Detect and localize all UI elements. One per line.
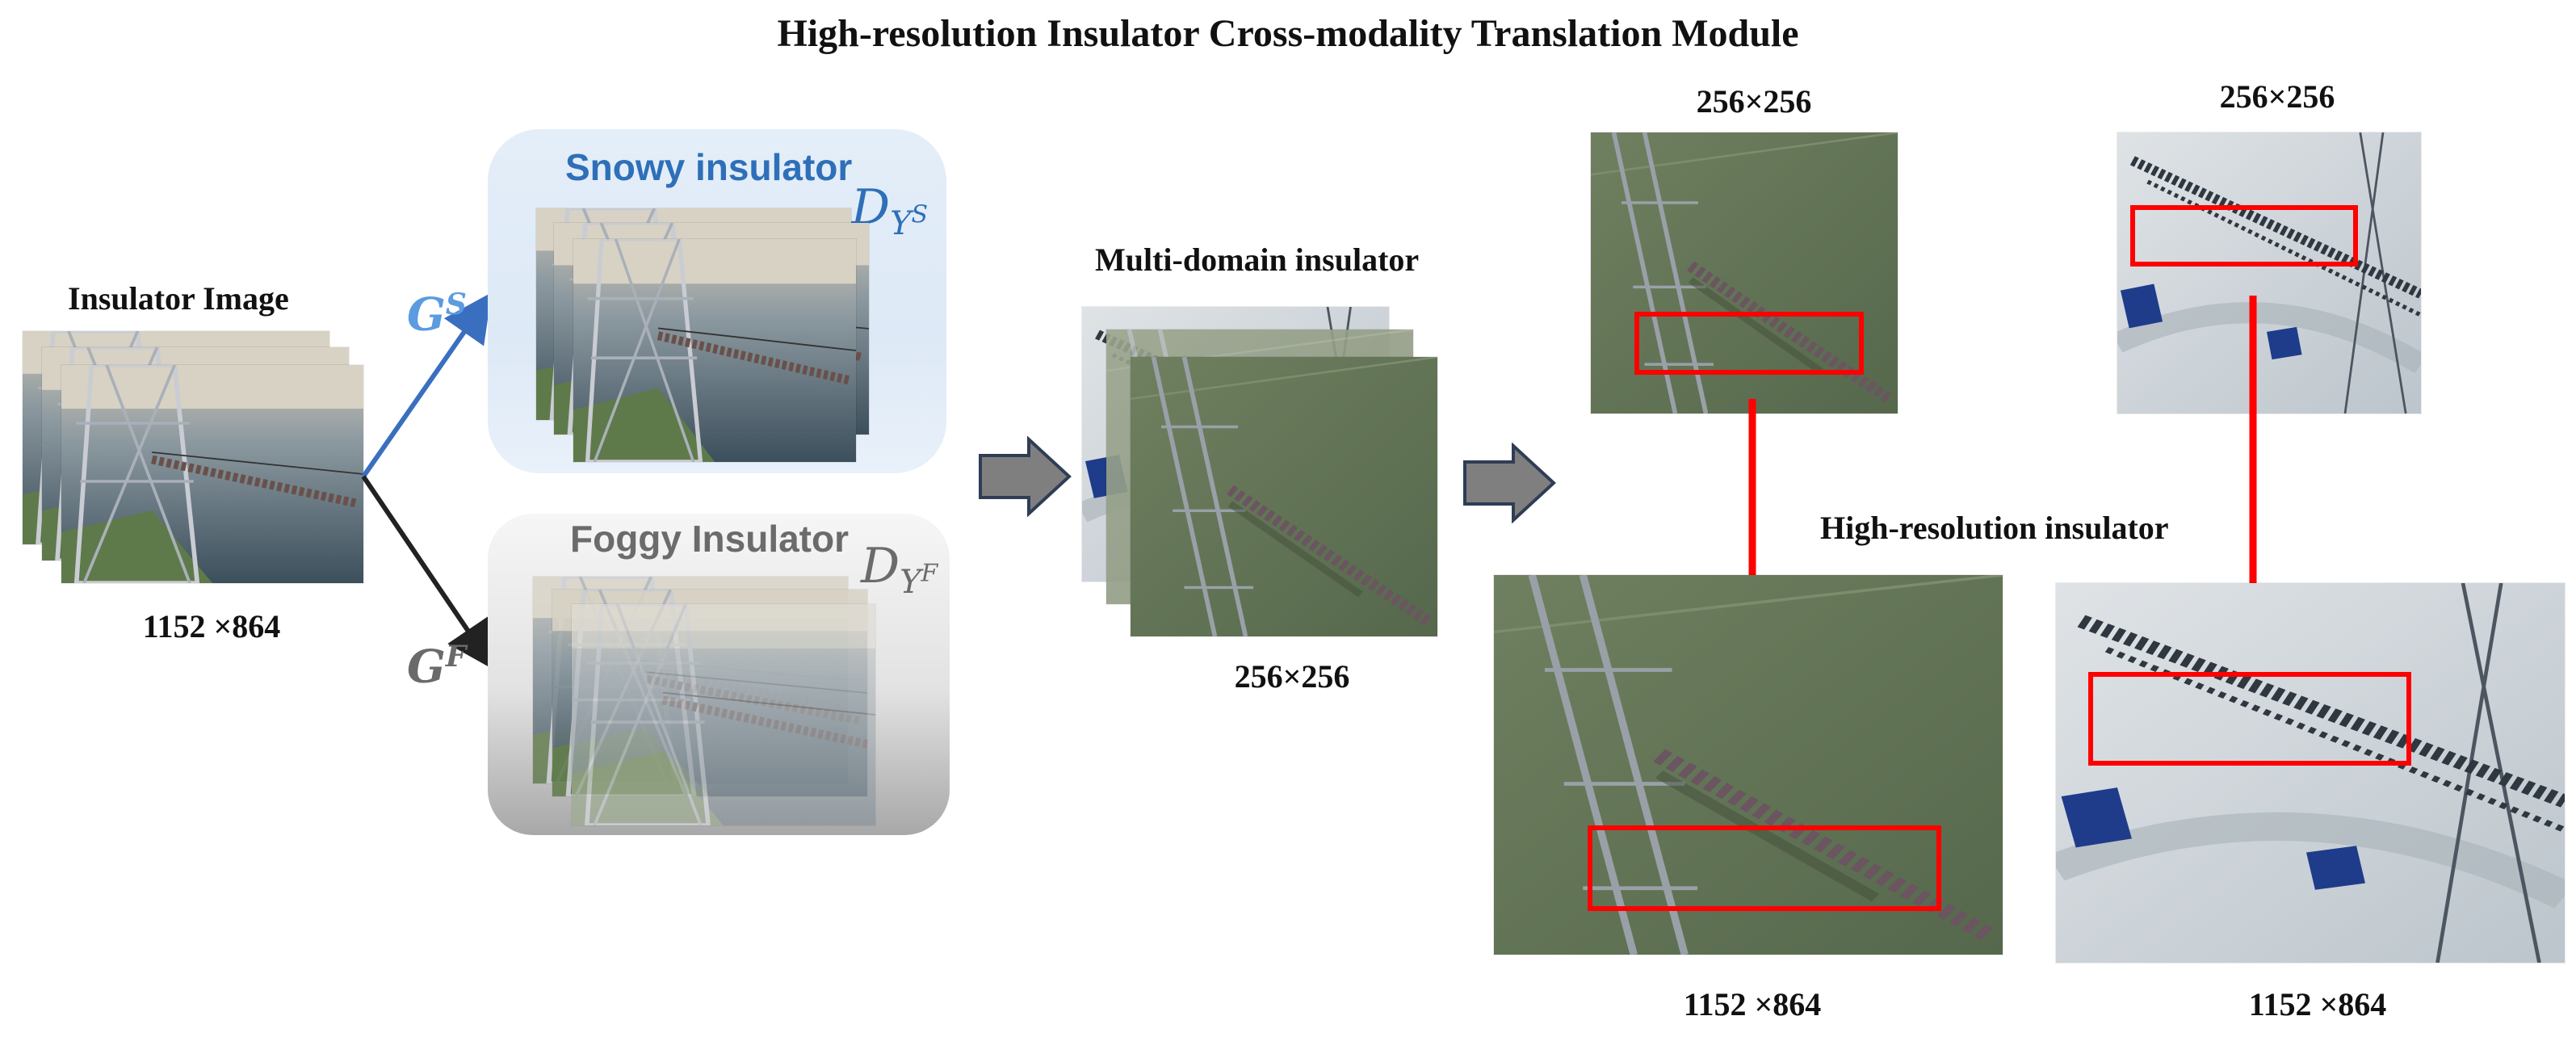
snowy-image-front <box>573 239 856 462</box>
high-res-right-highlight-box <box>2088 672 2411 766</box>
foggy-panel-title: Foggy Insulator <box>570 517 849 560</box>
low-res-right-highlight-box <box>2130 205 2358 267</box>
foggy-generator-arrow <box>363 477 489 662</box>
high-res-right-image <box>2056 583 2565 963</box>
foggy-image-front <box>572 604 875 825</box>
block-arrow-to-outputs <box>1462 443 1559 523</box>
multi-domain-label: Multi-domain insulator <box>1095 241 1419 279</box>
high-res-left-highlight-box <box>1588 825 1941 911</box>
high-res-label: High-resolution insulator <box>1820 509 2169 547</box>
low-res-right-size: 256×256 <box>2156 78 2398 115</box>
block-arrow-to-multidomain <box>977 436 1074 517</box>
input-size: 1152 ×864 <box>90 607 333 645</box>
multi-domain-size: 256×256 <box>1171 657 1413 695</box>
low-res-left-highlight-box <box>1634 312 1864 375</box>
input-label: Insulator Image <box>68 279 289 317</box>
low-res-left-size: 256×256 <box>1633 82 1875 120</box>
high-res-right-size: 1152 ×864 <box>2196 985 2439 1023</box>
generator-arrows <box>347 283 509 678</box>
snowy-generator-label: GS <box>407 288 467 342</box>
foggy-generator-label: GF <box>407 640 466 694</box>
snowy-panel-title: Snowy insulator <box>565 145 852 189</box>
foggy-discriminator-label: DYF <box>861 538 938 601</box>
multi-domain-image-front <box>1131 357 1437 636</box>
high-res-left-size: 1152 ×864 <box>1631 985 1873 1023</box>
input-image-front <box>61 365 363 583</box>
diagram-title: High-resolution Insulator Cross-modality… <box>0 11 2576 56</box>
